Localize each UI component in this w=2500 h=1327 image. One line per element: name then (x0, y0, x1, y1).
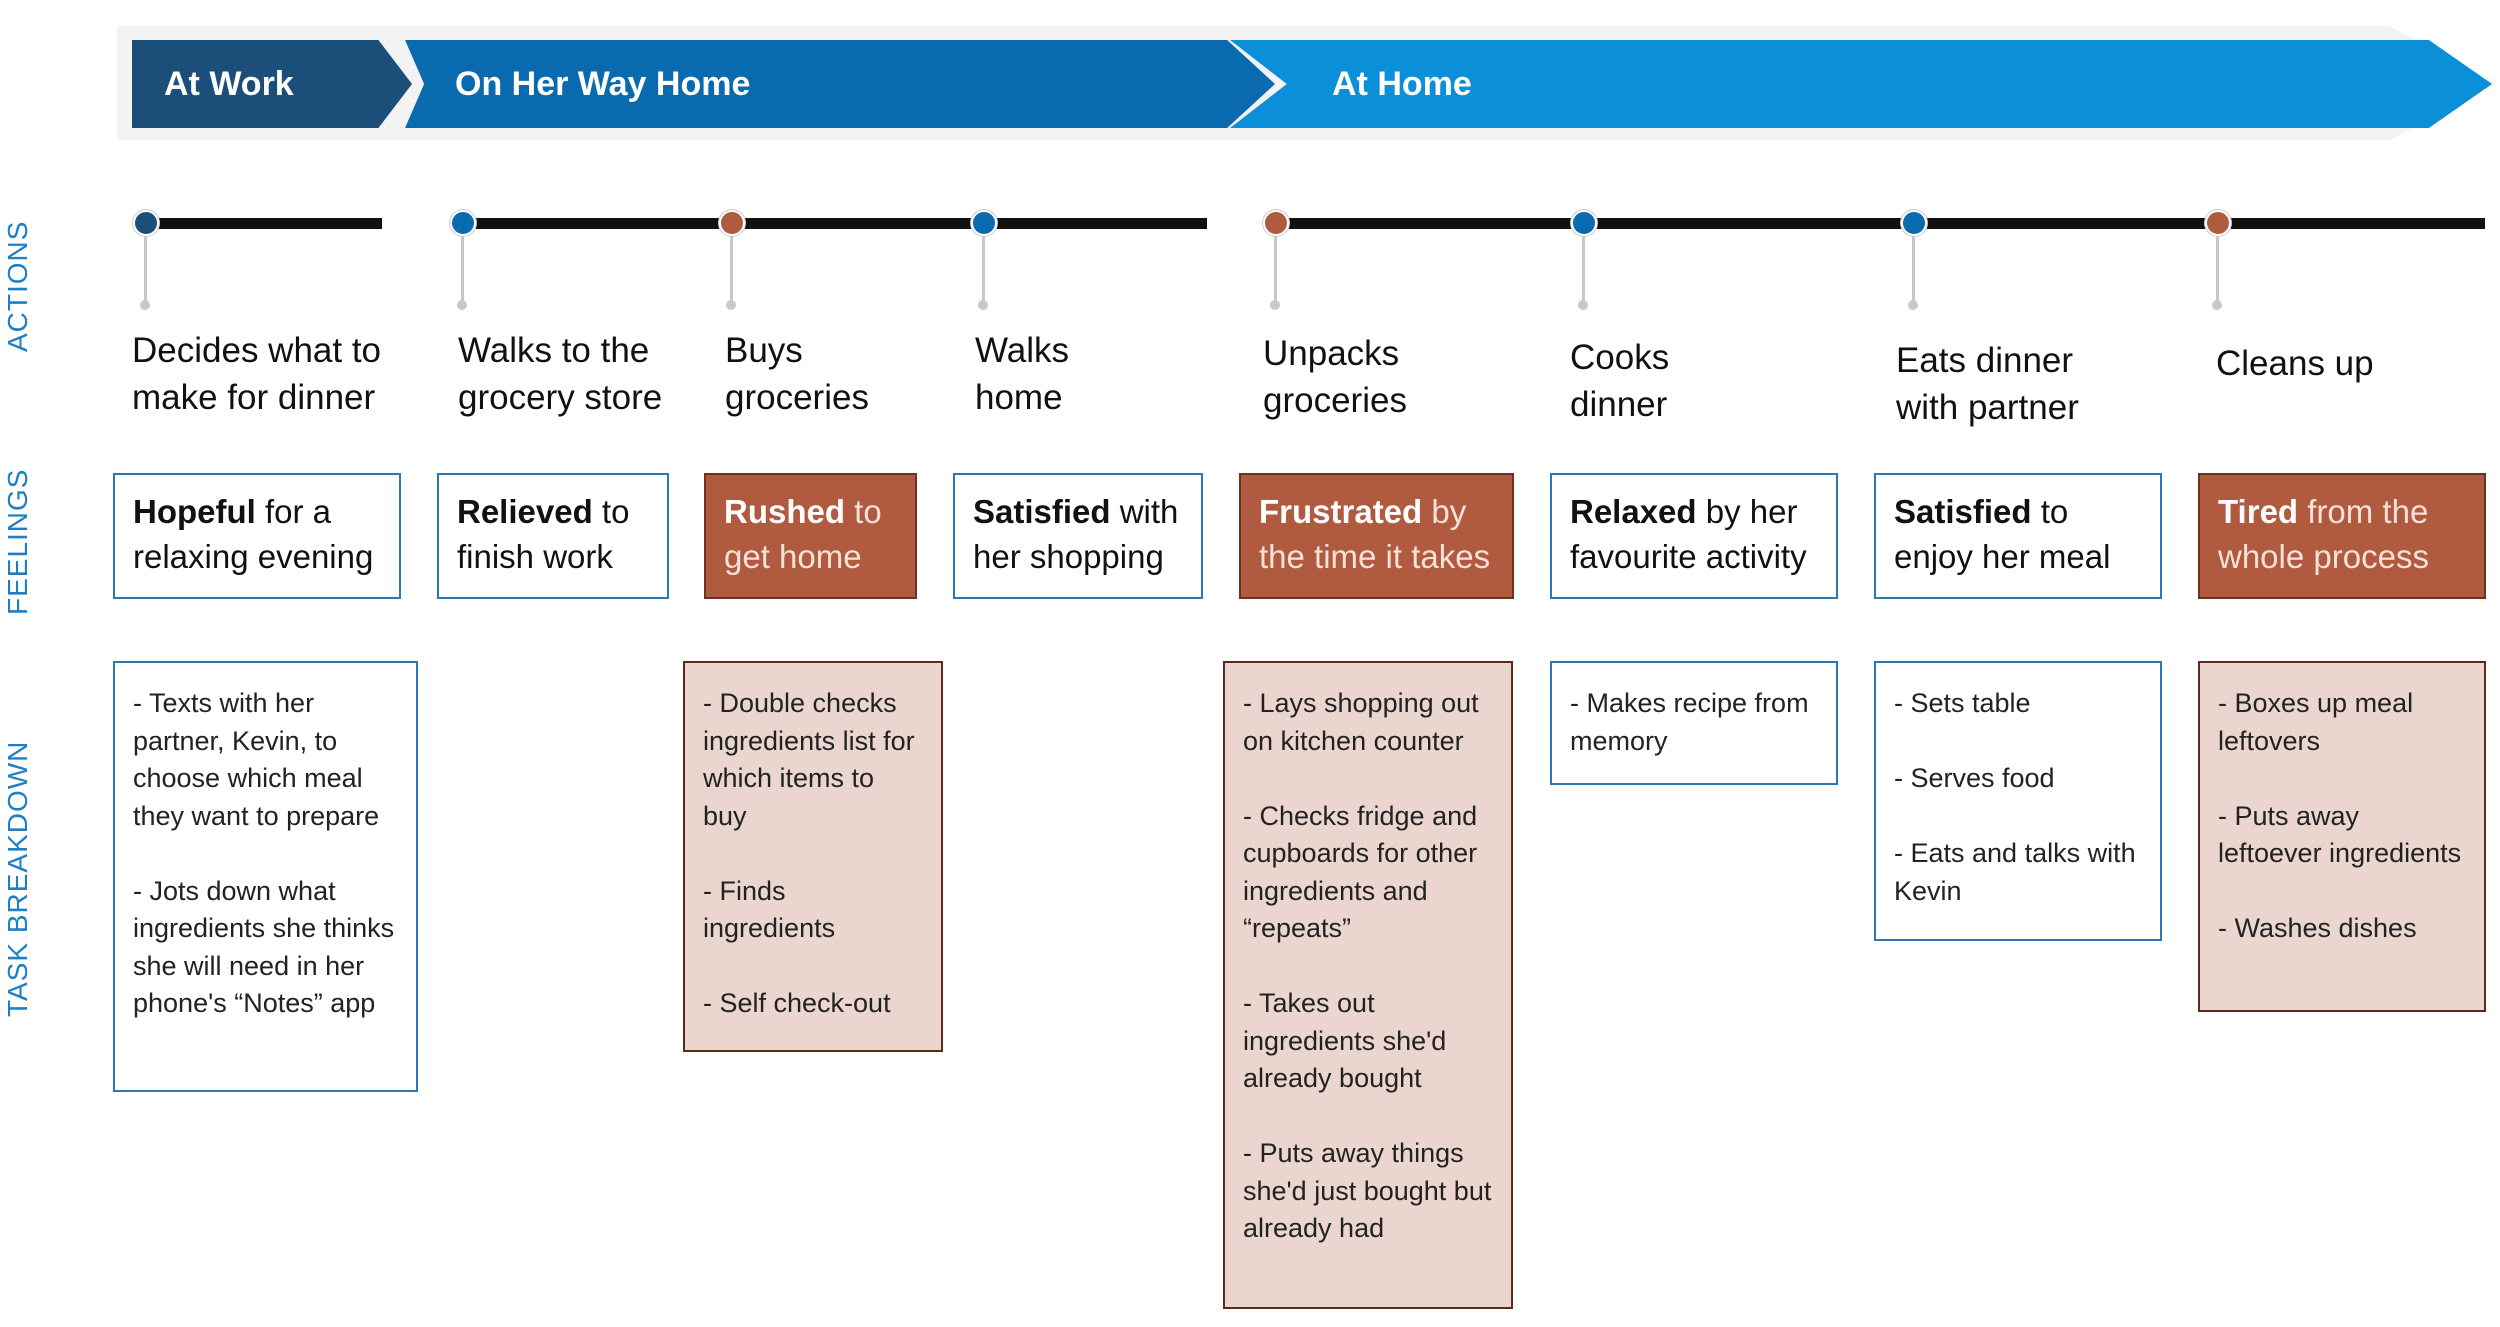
timeline-dot (133, 210, 159, 236)
task-card-6: - Boxes up meal leftovers - Puts away le… (2198, 661, 2486, 1012)
task-card-5: - Sets table - Serves food - Eats and ta… (1874, 661, 2162, 941)
row-label-feelings: FEELINGS (2, 468, 33, 615)
action-step-8: Cleans up (2216, 344, 2374, 383)
timeline-pin (1578, 234, 1588, 310)
timeline-dot (1901, 210, 1927, 236)
timeline-dot (971, 210, 997, 236)
timeline-pin (457, 234, 467, 310)
timeline-dot (1263, 210, 1289, 236)
timeline-pin (1908, 234, 1918, 310)
timeline-pin (726, 234, 736, 310)
task-card-1: - Texts with her partner, Kevin, to choo… (113, 661, 418, 1092)
timeline-pin (978, 234, 988, 310)
timeline-dot (2205, 210, 2231, 236)
timeline-pin (2212, 234, 2222, 310)
phase-at-home: At Home (1230, 40, 2492, 128)
task-card-2: - Double checks ingredients list for whi… (683, 661, 943, 1052)
timeline-track-work (145, 218, 382, 229)
row-label-actions: ACTIONS (2, 220, 33, 352)
phase-at-work: At Work (132, 40, 412, 128)
timeline-track-way-home (462, 218, 1207, 229)
timeline-pin (1270, 234, 1280, 310)
phase-on-her-way-home: On Her Way Home (405, 40, 1275, 128)
timeline-dot (1571, 210, 1597, 236)
timeline-track-home (1275, 218, 2485, 229)
task-card-4: - Makes recipe from memory (1550, 661, 1838, 785)
timeline-pin (140, 234, 150, 310)
row-label-task-breakdown: TASK BREAKDOWN (2, 740, 33, 1017)
timeline-dot (719, 210, 745, 236)
timeline-dot (450, 210, 476, 236)
task-card-3: - Lays shopping out on kitchen counter -… (1223, 661, 1513, 1309)
